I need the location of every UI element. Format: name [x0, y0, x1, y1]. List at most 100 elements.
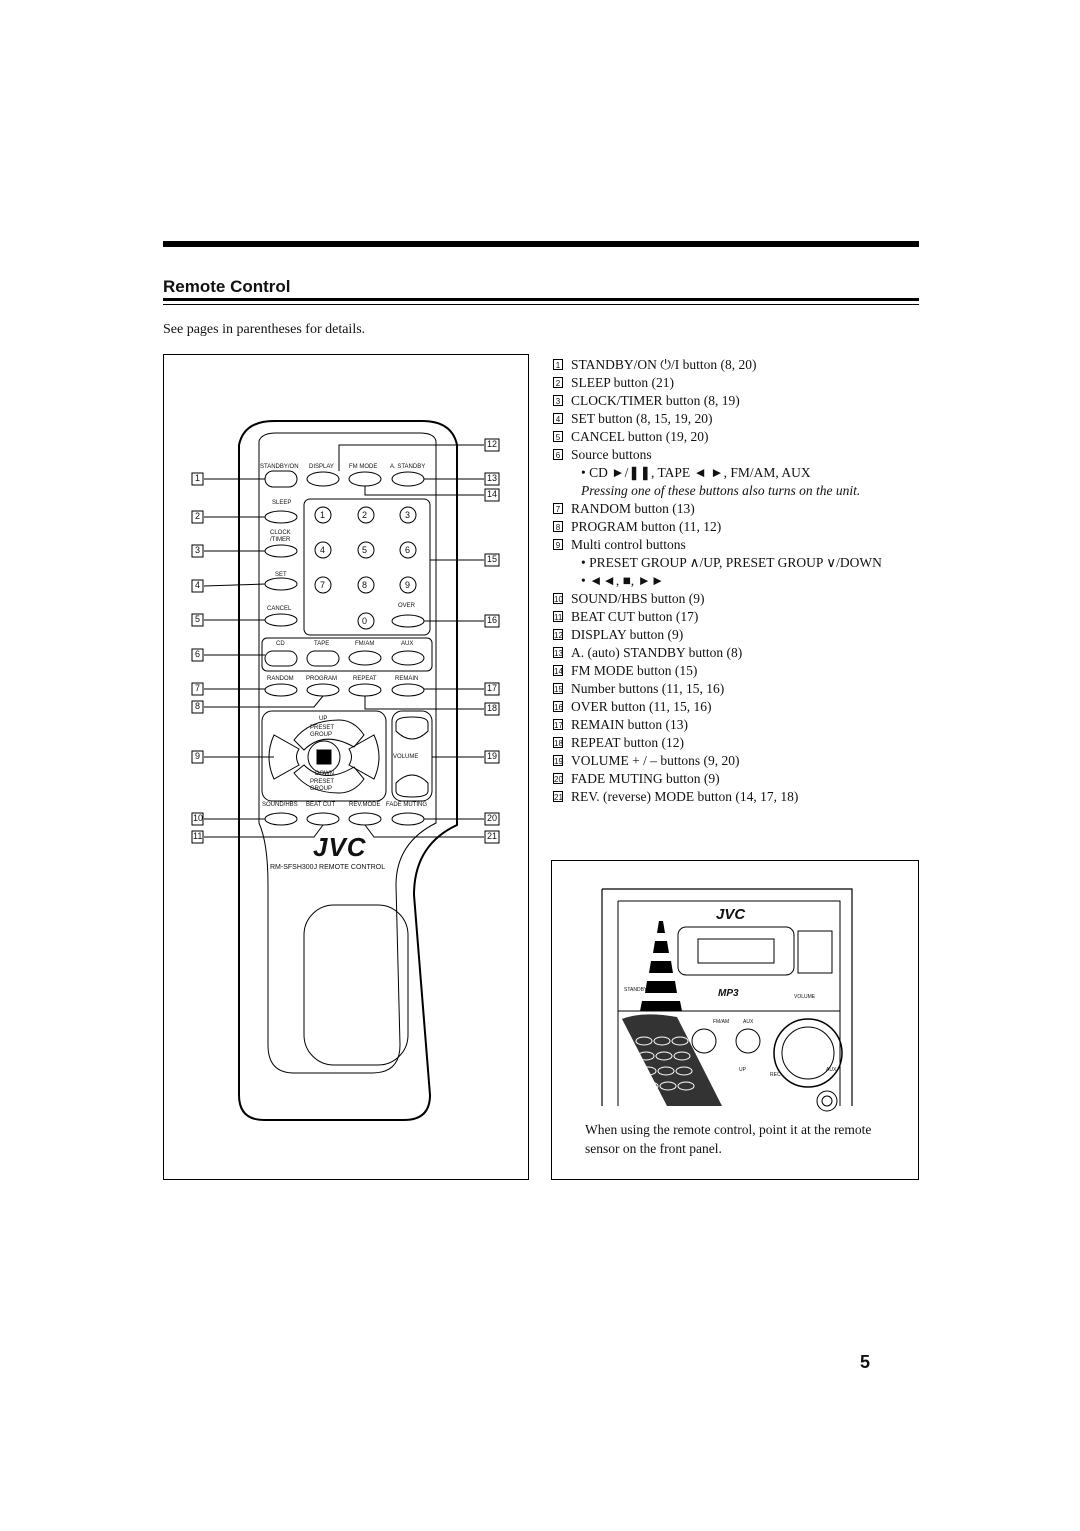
panel-volume-label: VOLUME: [794, 994, 816, 1000]
title-rule: [163, 298, 919, 301]
label-remain: REMAIN: [395, 676, 419, 682]
section-title: Remote Control: [163, 277, 291, 296]
label-repeat: REPEAT: [353, 676, 377, 682]
label-a-standby: A. STANDBY: [390, 464, 426, 470]
label-beat-cut: BEAT CUT: [306, 802, 336, 808]
label-volume: VOLUME: [393, 754, 419, 760]
front-panel-figure: [551, 860, 919, 1180]
front-panel-drawing: [601, 888, 853, 1112]
label-fade-muting: FADE MUTING: [386, 802, 428, 808]
label-preset-down: PRESET: [310, 779, 335, 785]
page-number: 5: [860, 1352, 871, 1372]
label-preset-up: PRESET: [310, 725, 335, 731]
panel-aux-label: AUX: [743, 1019, 754, 1025]
legend-sub-item: • ◄◄, ■, ►►: [581, 573, 665, 588]
panel-standby-label: STANDBY: [624, 987, 648, 993]
digit-7: 7: [320, 580, 326, 590]
panel-up-label: UP: [739, 1067, 746, 1073]
callout-1: 1: [195, 473, 201, 483]
digit-3: 3: [405, 510, 411, 520]
digit-0: 0: [362, 616, 368, 626]
digit-8: 8: [362, 580, 368, 590]
label-tape: TAPE: [314, 641, 330, 647]
legend-sub-item: • PRESET GROUP ∧/UP, PRESET GROUP ∨/DOWN: [581, 555, 882, 570]
digit-5: 5: [362, 545, 368, 555]
panel-fm-am-label: FM/AM: [713, 1019, 730, 1025]
panel-caption: When using the remote control, point it …: [585, 1122, 872, 1156]
top-rule: [163, 241, 919, 247]
label-fm-mode: FM MODE: [349, 464, 378, 470]
callout-8: 8: [195, 701, 201, 711]
intro-text: See pages in parentheses for details.: [163, 322, 366, 337]
callout-15: 15: [487, 554, 498, 564]
callout-12: 12: [487, 439, 498, 449]
panel-rec-label: REC: [770, 1072, 781, 1078]
callout-21: 21: [487, 831, 498, 841]
callout-13: 13: [487, 473, 498, 483]
label-rev-mode: REV.MODE: [349, 802, 381, 808]
callout-14: 14: [487, 489, 498, 499]
label-cancel: CANCEL: [267, 606, 292, 612]
callout-11: 11: [193, 831, 203, 841]
label-fm-am: FM/AM: [355, 641, 375, 647]
callout-18: 18: [487, 703, 498, 713]
callout-9: 9: [195, 751, 201, 761]
label-group-down: GROUP: [310, 786, 333, 792]
panel-brand-logo: JVC: [716, 906, 746, 923]
legend-sub-item: • CD ►/❚❚, TAPE ◄ ►, FM/AM, AUX: [581, 465, 811, 480]
label-up: UP: [319, 716, 328, 722]
label-display: DISPLAY: [309, 464, 334, 470]
callout-4: 4: [195, 580, 201, 590]
callout-6: 6: [195, 649, 201, 659]
remote-brand-logo: JVC: [313, 832, 367, 862]
label-timer: /TIMER: [270, 537, 291, 543]
panel-mp3-logo: MP3: [718, 988, 739, 999]
callout-2: 2: [195, 511, 201, 521]
callout-3: 3: [195, 545, 201, 555]
callout-10: 10: [193, 813, 204, 823]
callout-17: 17: [487, 683, 498, 693]
callout-5: 5: [195, 614, 201, 624]
digit-1: 1: [320, 510, 326, 520]
callout-20: 20: [487, 813, 498, 823]
label-set: SET: [275, 572, 287, 578]
callout-7: 7: [195, 683, 201, 693]
digit-4: 4: [320, 545, 326, 555]
title-rule-thin: [163, 304, 919, 305]
remote-drawing: [191, 420, 500, 1121]
callout-16: 16: [487, 615, 498, 625]
label-standby: STANDBY/ON: [260, 464, 299, 470]
label-cd: CD: [276, 641, 285, 647]
label-random: RANDOM: [267, 676, 294, 682]
remote-model-name: RM-SFSH300J REMOTE CONTROL: [270, 864, 386, 871]
label-sound-hbs: SOUND/HBS: [262, 802, 298, 808]
digit-2: 2: [362, 510, 368, 520]
remote-figure: [163, 354, 529, 1180]
label-clock: CLOCK: [270, 530, 291, 536]
callout-19: 19: [487, 751, 498, 761]
label-aux: AUX: [401, 641, 414, 647]
panel-aux-jack-label: AUX: [826, 1067, 837, 1073]
digit-6: 6: [405, 545, 411, 555]
label-sleep: SLEEP: [272, 500, 292, 506]
